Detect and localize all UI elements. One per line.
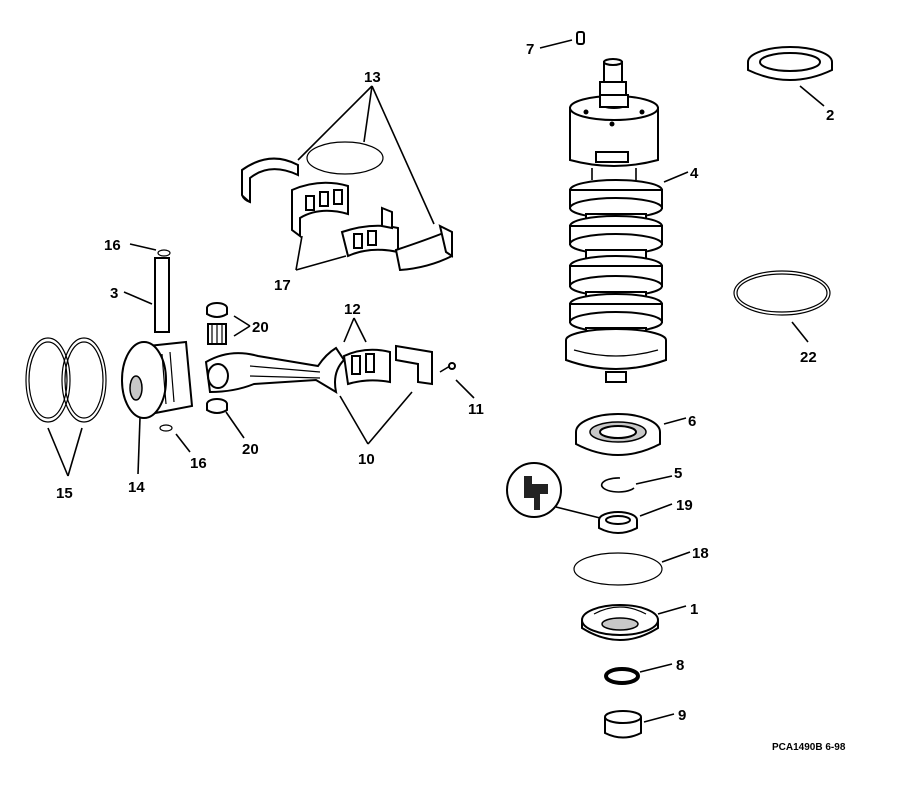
callout-20-upper: 20	[252, 319, 269, 336]
needle-bearing-and-washers	[206, 302, 228, 414]
callout-15: 15	[56, 485, 73, 502]
connecting-rod	[204, 346, 346, 395]
callout-13: 13	[364, 69, 381, 86]
pin	[576, 31, 585, 45]
callout-10: 10	[358, 451, 375, 468]
retaining-ring	[600, 477, 635, 493]
callout-1: 1	[690, 601, 698, 618]
small-seal	[604, 667, 640, 685]
callout-labels: 7 2 13 4 16 3 17 12 20 22 11 20 6 16 10 …	[56, 41, 834, 724]
callout-4: 4	[690, 165, 699, 182]
piston-rings	[25, 337, 107, 423]
detail-callout	[506, 462, 601, 519]
callout-12: 12	[344, 301, 361, 318]
bearing-halves	[241, 141, 454, 272]
callout-14: 14	[128, 479, 145, 496]
rod-bearing	[342, 344, 433, 386]
piston-pin	[154, 257, 170, 333]
callout-17: 17	[274, 277, 291, 294]
callout-22: 22	[800, 349, 817, 366]
callout-3: 3	[110, 285, 118, 302]
callout-16-upper: 16	[104, 237, 121, 254]
piston	[121, 340, 194, 419]
callout-8: 8	[676, 657, 684, 674]
callout-19: 19	[676, 497, 693, 514]
callout-11: 11	[468, 401, 484, 418]
large-o-ring	[733, 270, 831, 316]
seal-housing	[581, 604, 659, 641]
callout-16-lower: 16	[190, 455, 207, 472]
callout-2: 2	[826, 107, 834, 124]
callout-7: 7	[526, 41, 534, 58]
leader-lines	[47, 39, 825, 723]
o-ring	[573, 552, 663, 586]
pin-clip-lower	[159, 424, 173, 432]
bushing	[598, 511, 638, 534]
seal	[747, 46, 833, 81]
diagram-id: PCA1490B 6-98	[772, 742, 846, 753]
sleeve	[604, 710, 642, 739]
ball-bearing	[575, 413, 661, 456]
rod-bolt	[439, 362, 456, 373]
callout-6: 6	[688, 413, 696, 430]
callout-20-lower: 20	[242, 441, 259, 458]
crankshaft	[565, 58, 667, 383]
callout-5: 5	[674, 465, 682, 482]
callout-18: 18	[692, 545, 709, 562]
callout-9: 9	[678, 707, 686, 724]
pin-clip-upper	[157, 249, 171, 257]
